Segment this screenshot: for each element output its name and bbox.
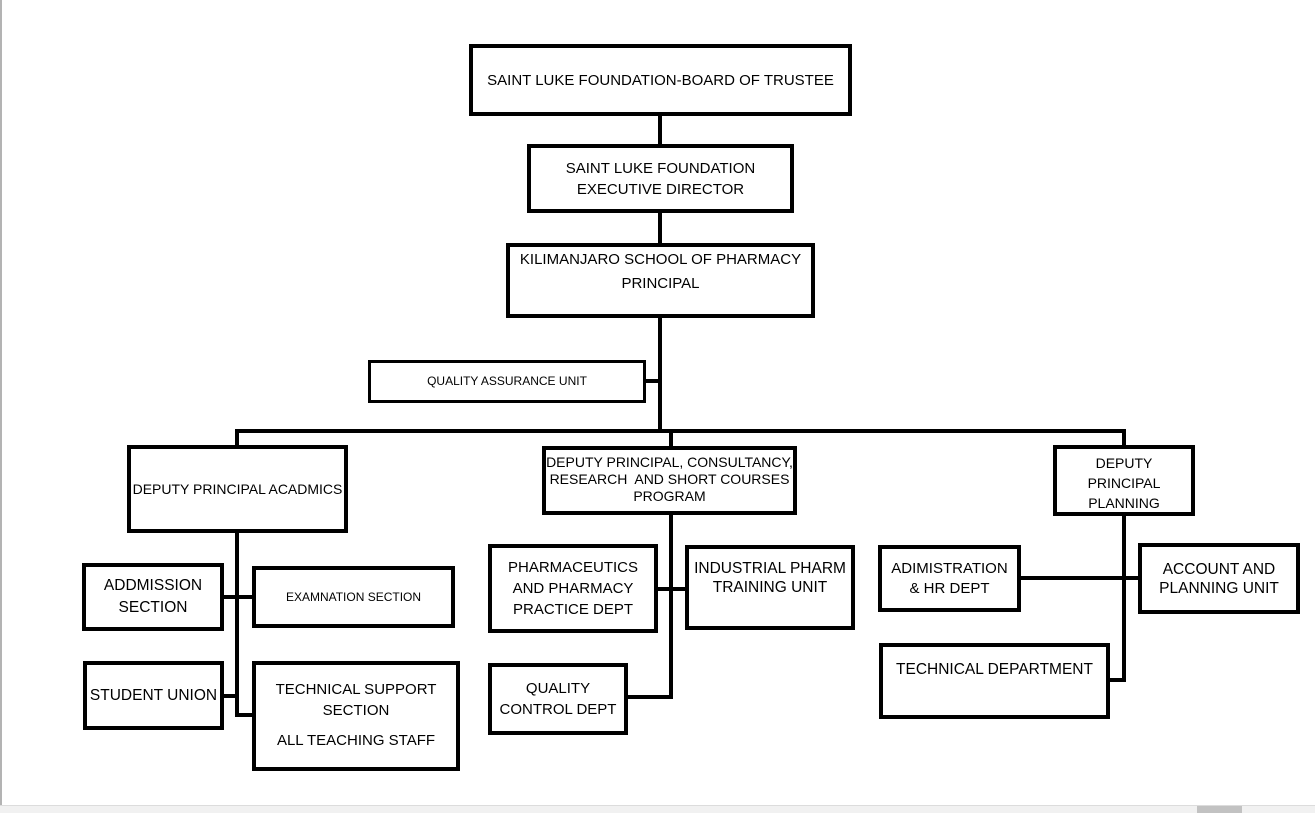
node-label-line: SECTION xyxy=(322,702,390,719)
node-label-line: & HR DEPT xyxy=(909,579,990,597)
node-label-line: KILIMANJARO SCHOOL OF PHARMACY xyxy=(519,251,802,268)
node-technical-department: TECHNICAL DEPARTMENT xyxy=(879,643,1110,719)
node-pharmaceutics-dept: PHARMACEUTICS AND PHARMACY PRACTICE DEPT xyxy=(488,544,658,633)
node-label-line: STUDENT UNION xyxy=(89,686,218,704)
connector-pharmaceutics-industrial xyxy=(656,587,687,591)
node-label-line: TECHNICAL SUPPORT xyxy=(275,681,437,698)
node-label-line: ADIMISTRATION xyxy=(891,559,1008,577)
node-label-line: PHARMACEUTICS xyxy=(507,559,638,576)
node-label-line: TECHNICAL DEPARTMENT xyxy=(896,661,1093,678)
node-label-line: PRINCIPAL xyxy=(621,275,700,292)
connector-technical-support xyxy=(235,713,254,717)
connector-trustee-director xyxy=(658,116,662,144)
connector-drop-planning xyxy=(1122,429,1126,447)
connector-addmission-examnation xyxy=(224,595,254,599)
node-principal: KILIMANJARO SCHOOL OF PHARMACY PRINCIPAL xyxy=(506,243,815,318)
node-adimistration-hr-dept: ADIMISTRATION & HR DEPT xyxy=(878,545,1021,612)
connector-technical-department xyxy=(1108,678,1126,682)
node-label-line: ADDMISSION xyxy=(103,577,203,594)
node-label-line: PRINCIPAL xyxy=(1087,475,1161,491)
node-deputy-principal-planning: DEPUTY PRINCIPAL PLANNING xyxy=(1053,445,1195,516)
connector-principal-spine xyxy=(658,318,662,433)
node-label-line: QUALITY ASSURANCE UNIT xyxy=(427,374,587,388)
node-label-line: SAINT LUKE FOUNDATION xyxy=(565,159,756,177)
connector-quality-control xyxy=(626,695,673,699)
node-account-planning-unit: ACCOUNT AND PLANNING UNIT xyxy=(1138,543,1300,614)
node-label-line: CONTROL DEPT xyxy=(499,701,617,718)
connector-distribution-bar xyxy=(235,429,1126,433)
node-examnation-section: EXAMNATION SECTION xyxy=(252,566,455,628)
connector-planning-spine xyxy=(1122,515,1126,682)
node-industrial-pharm-training: INDUSTRIAL PHARM TRAINING UNIT xyxy=(685,545,855,630)
connector-admin-account xyxy=(1019,576,1140,580)
node-label-line: EXAMNATION SECTION xyxy=(285,589,422,604)
node-student-union: STUDENT UNION xyxy=(83,661,224,730)
node-label-line: TRAINING UNIT xyxy=(712,579,828,596)
node-label-line: ALL TEACHING STAFF xyxy=(276,732,436,749)
node-label-line: EXECUTIVE DIRECTOR xyxy=(576,180,745,198)
node-deputy-principal-consultancy: DEPUTY PRINCIPAL, CONSULTANCY, RESEARCH … xyxy=(542,446,797,515)
node-quality-assurance-unit: QUALITY ASSURANCE UNIT xyxy=(368,360,646,403)
connector-consultancy-spine xyxy=(669,514,673,699)
node-label-line: PRACTICE DEPT xyxy=(512,601,633,618)
horizontal-scrollbar-thumb[interactable] xyxy=(1197,806,1242,813)
node-deputy-principal-academics: DEPUTY PRINCIPAL ACADMICS xyxy=(127,445,348,533)
page-edge-right xyxy=(0,0,2,813)
node-label-line: PLANNING xyxy=(1088,495,1160,511)
node-label-line: INDUSTRIAL PHARM xyxy=(694,560,846,577)
node-quality-control-dept: QUALITY CONTROL DEPT xyxy=(488,663,628,735)
node-label-line: RESEARCH AND SHORT COURSES xyxy=(549,471,790,487)
connector-drop-academics xyxy=(235,429,239,447)
connector-academics-spine xyxy=(235,532,239,717)
connector-director-principal xyxy=(658,213,662,243)
node-label-line: QUALITY xyxy=(525,680,591,697)
connector-quality-assurance xyxy=(646,379,660,383)
node-label-line: PROGRAM xyxy=(633,488,706,504)
connector-student-union xyxy=(224,694,237,698)
node-label-line: ACCOUNT AND xyxy=(1162,560,1276,578)
node-label-line: DEPUTY PRINCIPAL, CONSULTANCY, xyxy=(546,454,793,470)
node-label-line: DEPUTY PRINCIPAL ACADMICS xyxy=(132,480,343,497)
node-label-line: SECTION xyxy=(118,599,188,616)
node-label-line: AND PHARMACY xyxy=(512,580,634,597)
node-executive-director: SAINT LUKE FOUNDATION EXECUTIVE DIRECTOR xyxy=(527,144,794,213)
node-technical-support-section: TECHNICAL SUPPORT SECTION ALL TEACHING S… xyxy=(252,661,460,771)
horizontal-scrollbar[interactable] xyxy=(0,805,1315,813)
node-label-line: SAINT LUKE FOUNDATION-BOARD OF TRUSTEE xyxy=(487,71,834,89)
connector-drop-consultancy xyxy=(669,429,673,448)
node-label-line: DEPUTY xyxy=(1095,455,1153,471)
node-addmission-section: ADDMISSION SECTION xyxy=(82,563,224,631)
node-label-line: PLANNING UNIT xyxy=(1159,579,1279,597)
node-board-of-trustee: SAINT LUKE FOUNDATION-BOARD OF TRUSTEE xyxy=(469,44,852,116)
